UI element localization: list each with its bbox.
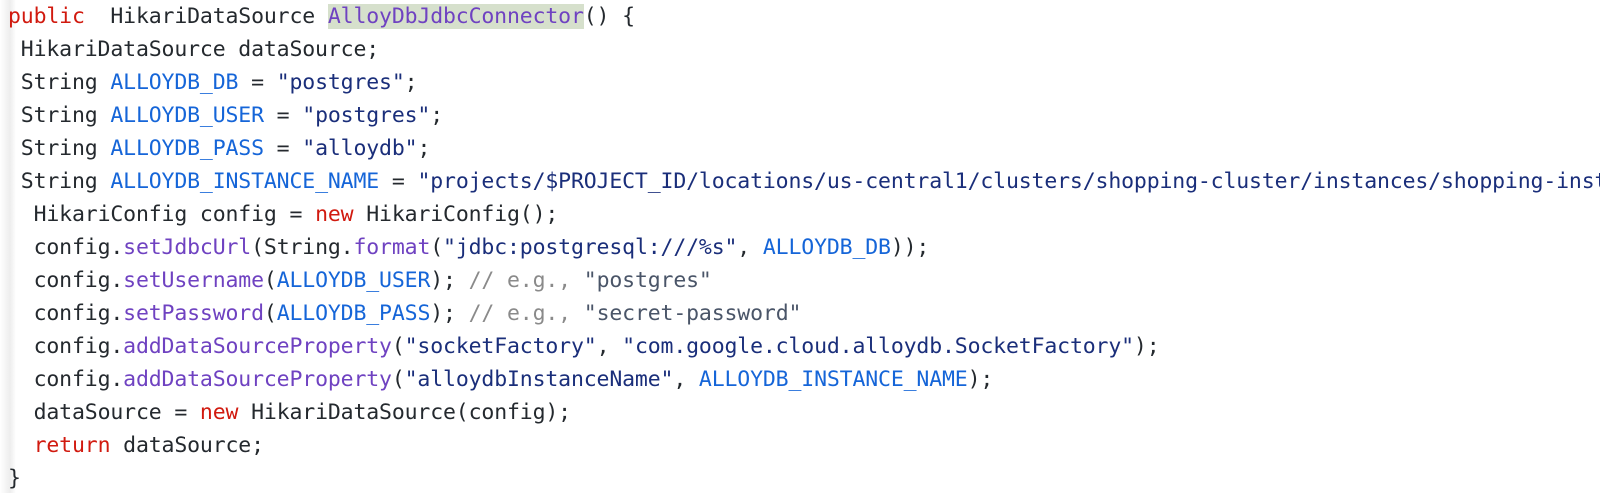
code-token-plain: String [20,169,111,194]
code-line[interactable]: config.addDataSourceProperty("alloydbIns… [0,363,1600,396]
code-token-plain: ; [417,136,431,161]
line-indent [8,433,34,458]
code-token-plain: () { [583,4,635,29]
code-token-plain: = [263,103,303,128]
code-token-comment: // e.g., [468,301,584,326]
code-token-plain: = [238,70,277,95]
code-line[interactable]: String ALLOYDB_INSTANCE_NAME = "projects… [0,165,1600,198]
code-token-plain: )); [890,235,930,260]
code-token-string: "alloydbInstanceName" [404,367,674,392]
code-token-string: "postgres" [276,70,405,95]
code-token-plain: ( [391,367,405,392]
code-token-plain: dataSource = [33,400,200,425]
code-line[interactable]: String ALLOYDB_USER = "postgres"; [0,99,1600,132]
code-line[interactable]: } [0,462,1600,493]
code-token-constant: ALLOYDB_INSTANCE_NAME [110,169,380,194]
code-token-plain: (String. [251,235,354,260]
code-token-plain: ( [263,301,277,326]
code-token-method: format [353,235,431,260]
code-token-plain: config. [33,268,124,293]
code-token-comment: // e.g., [468,268,584,293]
code-token-plain: String [20,136,111,161]
code-line[interactable]: config.setUsername(ALLOYDB_USER); // e.g… [0,264,1600,297]
code-token-plain: = [379,169,418,194]
highlighted-method-name: AlloyDbJdbcConnector [327,4,584,29]
code-token-constant: ALLOYDB_DB [110,70,239,95]
code-token-plain: ; [404,70,418,95]
code-token-plain: HikariConfig(); [353,202,559,227]
code-token-plain: ); [430,268,469,293]
code-token-keyword: public [8,4,85,29]
code-token-plain: ( [263,268,277,293]
line-indent [8,136,21,161]
code-token-plain: ); [1133,334,1160,359]
code-token-comment_string: "secret-password" [583,301,802,326]
code-token-plain: config. [33,301,124,326]
code-token-constant: ALLOYDB_PASS [276,301,431,326]
code-token-string: "socketFactory" [404,334,597,359]
code-token-constant: ALLOYDB_INSTANCE_NAME [698,367,968,392]
line-indent [8,301,34,326]
code-token-plain: HikariDataSource [84,4,328,29]
code-token-constant: ALLOYDB_PASS [110,136,264,161]
code-token-keyword: new [315,202,354,227]
code-line[interactable]: config.setJdbcUrl(String.format("jdbc:po… [0,231,1600,264]
code-token-plain: String [20,103,111,128]
code-token-plain: config. [33,235,124,260]
code-token-comment_string: "postgres" [583,268,712,293]
line-indent [8,103,21,128]
line-indent [8,202,34,227]
code-token-plain: , [673,367,699,392]
code-line[interactable]: String ALLOYDB_PASS = "alloydb"; [0,132,1600,165]
code-line[interactable]: HikariDataSource dataSource; [0,33,1600,66]
code-token-method: addDataSourceProperty [123,334,392,359]
code-token-plain: config. [33,334,124,359]
code-line[interactable]: public HikariDataSource AlloyDbJdbcConne… [0,0,1600,33]
line-indent [8,268,34,293]
code-token-method: setJdbcUrl [123,235,252,260]
code-token-constant: ALLOYDB_DB [762,235,891,260]
code-token-method: setUsername [123,268,264,293]
code-token-plain: String [20,70,111,95]
code-token-plain: ); [430,301,469,326]
code-token-plain: , [596,334,623,359]
line-indent [8,400,34,425]
code-token-constant: ALLOYDB_USER [110,103,264,128]
line-indent [8,70,21,95]
code-line[interactable]: HikariConfig config = new HikariConfig()… [0,198,1600,231]
code-token-plain: ( [430,235,444,260]
line-indent [8,334,34,359]
code-token-plain: , [737,235,763,260]
code-token-method: setPassword [123,301,264,326]
code-token-string: "com.google.cloud.alloydb.SocketFactory" [622,334,1134,359]
code-token-string: "postgres" [302,103,431,128]
code-token-constant: ALLOYDB_USER [276,268,431,293]
line-indent [8,37,21,62]
code-line[interactable]: return dataSource; [0,429,1600,462]
code-token-method: addDataSourceProperty [123,367,392,392]
code-line[interactable]: String ALLOYDB_DB = "postgres"; [0,66,1600,99]
code-token-string: "jdbc:postgresql:///%s" [443,235,738,260]
code-token-plain: HikariDataSource dataSource; [20,37,380,62]
code-token-keyword: return [33,433,111,458]
code-token-plain: dataSource; [110,433,264,458]
code-token-plain: config. [33,367,124,392]
code-token-string: "projects/$PROJECT_ID/locations/us-centr… [417,169,1600,194]
code-token-plain: HikariConfig config = [33,202,316,227]
line-indent [8,235,34,260]
code-token-plain: ); [967,367,994,392]
code-token-plain: HikariDataSource(config); [238,400,571,425]
line-indent [8,169,21,194]
code-token-keyword: new [199,400,239,425]
code-token-plain: ; [430,103,444,128]
code-token-plain: } [8,466,21,491]
code-token-plain: = [263,136,303,161]
code-line[interactable]: config.setPassword(ALLOYDB_PASS); // e.g… [0,297,1600,330]
code-token-plain: ( [391,334,405,359]
code-token-string: "alloydb" [302,136,418,161]
line-indent [8,367,34,392]
code-line[interactable]: config.addDataSourceProperty("socketFact… [0,330,1600,363]
code-line[interactable]: dataSource = new HikariDataSource(config… [0,396,1600,429]
